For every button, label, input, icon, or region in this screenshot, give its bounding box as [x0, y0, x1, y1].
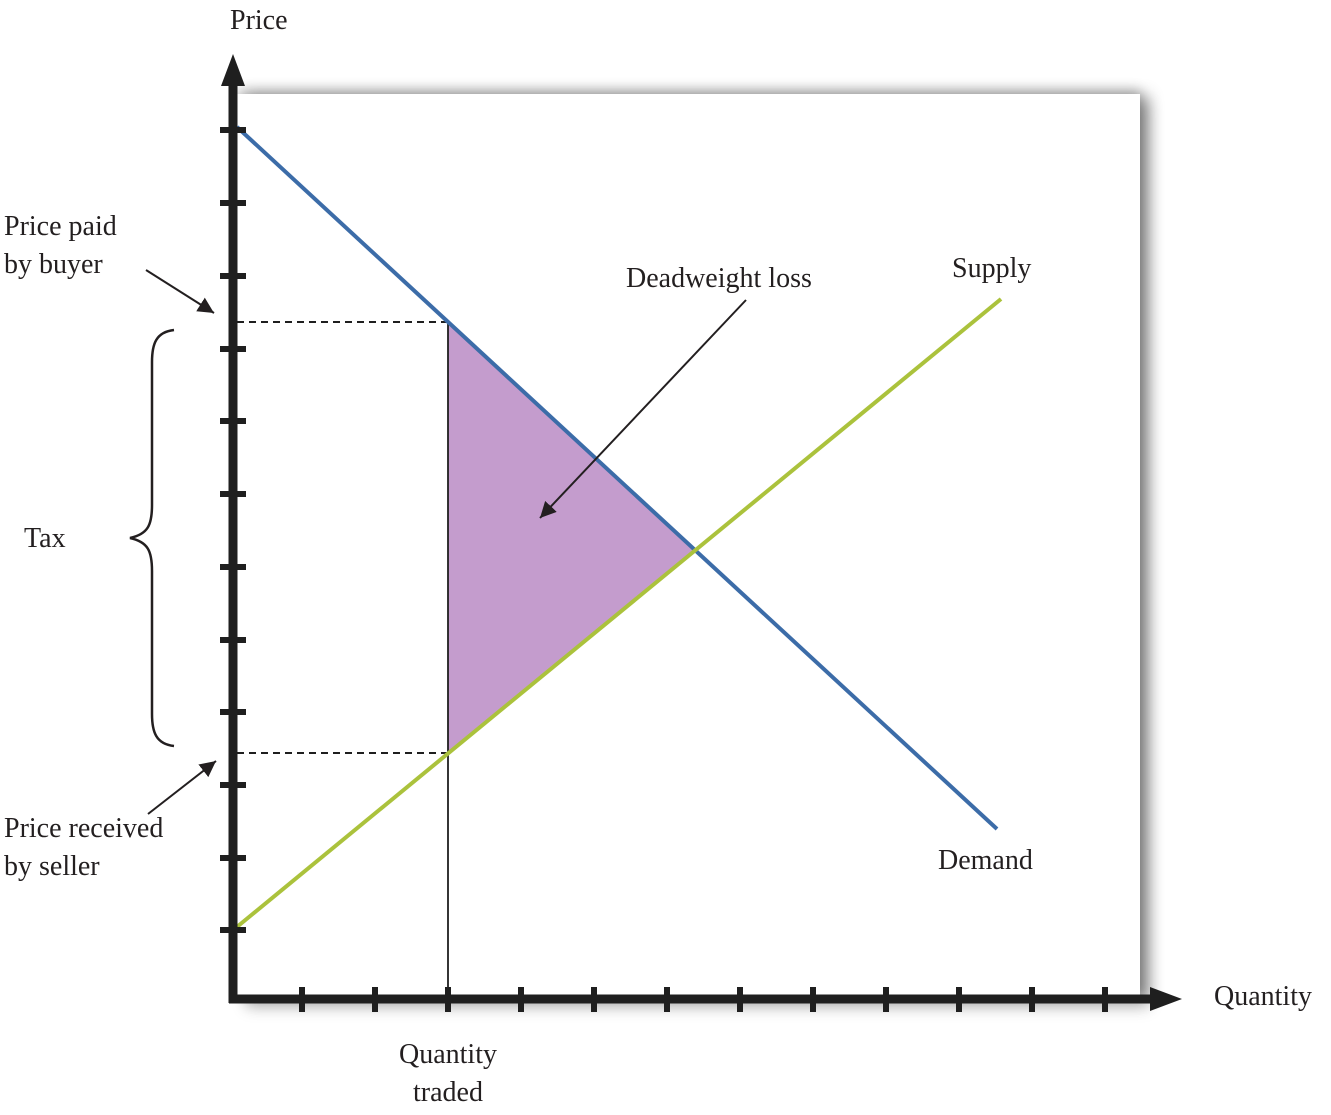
price-paid-by-buyer-label: Price paid by buyer [4, 211, 117, 280]
buyer-price-arrow [145, 269, 215, 314]
demand-label: Demand [938, 845, 1033, 876]
y-axis-arrowhead [221, 54, 245, 86]
x-axis-arrowhead [1150, 987, 1182, 1011]
seller-price-arrow [147, 760, 217, 815]
tax-brace [129, 328, 175, 748]
price-axis-label: Price [230, 5, 288, 36]
demand-curve [235, 125, 999, 831]
y-axis-ticks [220, 127, 246, 933]
quantity-traded-label: Quantity traded [399, 1039, 497, 1108]
price-received-by-seller-label: Price received by seller [4, 813, 164, 882]
tax-label: Tax [24, 523, 66, 554]
supply-curve [230, 297, 1003, 933]
quantity-axis-label: Quantity [1214, 981, 1312, 1012]
deadweight-loss-area [448, 322, 695, 753]
deadweight-loss-label: Deadweight loss [626, 263, 812, 294]
deadweight-loss-arrow [539, 299, 747, 519]
supply-label: Supply [952, 253, 1032, 284]
x-axis-ticks [299, 987, 1108, 1012]
